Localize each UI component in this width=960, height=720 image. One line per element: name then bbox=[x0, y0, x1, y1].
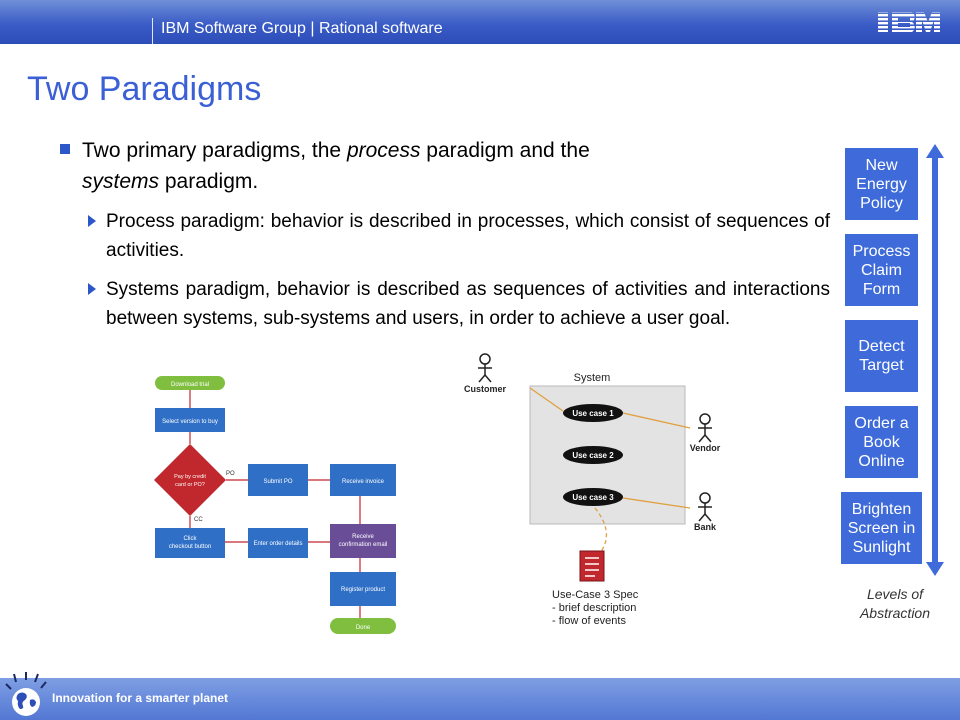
flow-label-cc: CC bbox=[194, 517, 203, 523]
flow-node-receive-email bbox=[330, 524, 396, 558]
use-case-1 bbox=[563, 404, 623, 422]
use-case-3 bbox=[563, 488, 623, 506]
flow-node-receive-invoice bbox=[330, 464, 396, 496]
flow-node-done bbox=[330, 618, 396, 634]
levels-caption: Levels of Abstraction bbox=[859, 586, 931, 621]
use-case-3-label: Use case 3 bbox=[572, 493, 614, 502]
system-label: System bbox=[574, 372, 611, 384]
spec-line-2: - flow of events bbox=[552, 615, 626, 627]
ibm-logo-icon bbox=[878, 12, 940, 32]
flow-label-decision-1: Pay by credit bbox=[174, 474, 206, 480]
flow-node-click bbox=[155, 528, 225, 558]
bullet-list: Two primary paradigms, the process parad… bbox=[60, 135, 830, 333]
flow-node-submit bbox=[248, 464, 308, 496]
actor-bank-label: Bank bbox=[694, 522, 717, 532]
flow-label-click-1: Click bbox=[184, 536, 198, 542]
smarter-planet-icon bbox=[5, 672, 47, 716]
flow-label-receive-email-1: Receive bbox=[352, 534, 374, 540]
double-arrow-icon bbox=[926, 144, 944, 576]
footer-bar: Innovation for a smarter planet bbox=[0, 672, 960, 720]
spec-title: Use-Case 3 Spec bbox=[552, 589, 639, 601]
flow-node-enter bbox=[248, 528, 308, 558]
flow-label-receive-invoice: Receive invoice bbox=[342, 479, 385, 485]
use-case-diagram: System Customer Vendor Bank Use case 1 U… bbox=[464, 353, 721, 627]
use-case-2 bbox=[563, 446, 623, 464]
flow-label-decision-2: card or PO? bbox=[175, 482, 205, 488]
flow-label-done: Done bbox=[356, 625, 371, 631]
header-group-title: IBM Software Group | Rational software bbox=[161, 20, 443, 37]
triangle-bullet-icon bbox=[88, 215, 96, 227]
spec-line-1: - brief description bbox=[552, 602, 636, 614]
actor-vendor-icon bbox=[698, 413, 712, 443]
triangle-bullet-icon bbox=[88, 283, 96, 295]
flow-label-receive-email-2: confirmation email bbox=[339, 542, 388, 548]
bullet-systems-paradigm: Systems paradigm, behavior is described … bbox=[86, 275, 830, 333]
flow-label-register: Register product bbox=[341, 587, 385, 593]
use-case-1-label: Use case 1 bbox=[572, 409, 614, 418]
flow-node-download bbox=[155, 376, 225, 390]
flow-label-submit: Submit PO bbox=[263, 479, 292, 485]
use-case-2-label: Use case 2 bbox=[572, 451, 614, 460]
square-bullet-icon bbox=[60, 144, 70, 154]
actor-vendor-label: Vendor bbox=[690, 443, 721, 453]
actor-customer-label: Customer bbox=[464, 384, 507, 394]
flow-label-select: Select version to buy bbox=[162, 419, 218, 425]
flow-node-register bbox=[330, 572, 396, 606]
actor-customer-icon bbox=[478, 353, 492, 383]
flow-node-select bbox=[155, 408, 225, 432]
flow-node-decision bbox=[154, 444, 226, 516]
process-flowchart: Download trial Select version to buy Pay… bbox=[154, 376, 396, 634]
header-bar: IBM Software Group | Rational software bbox=[0, 0, 960, 44]
footer-tagline: Innovation for a smarter planet bbox=[52, 691, 229, 705]
flow-label-download: Download trial bbox=[171, 382, 209, 388]
flow-label-click-2: checkout button bbox=[169, 544, 211, 550]
header-separator bbox=[152, 18, 153, 44]
slide-title: Two Paradigms bbox=[27, 70, 262, 108]
spec-document-icon bbox=[579, 550, 605, 582]
bullet-process-paradigm: Process paradigm: behavior is described … bbox=[86, 207, 830, 265]
actor-bank-icon bbox=[698, 492, 712, 522]
flow-label-enter: Enter order details bbox=[253, 541, 302, 547]
bullet-main: Two primary paradigms, the process parad… bbox=[60, 135, 830, 197]
flow-label-po: PO bbox=[226, 471, 235, 477]
